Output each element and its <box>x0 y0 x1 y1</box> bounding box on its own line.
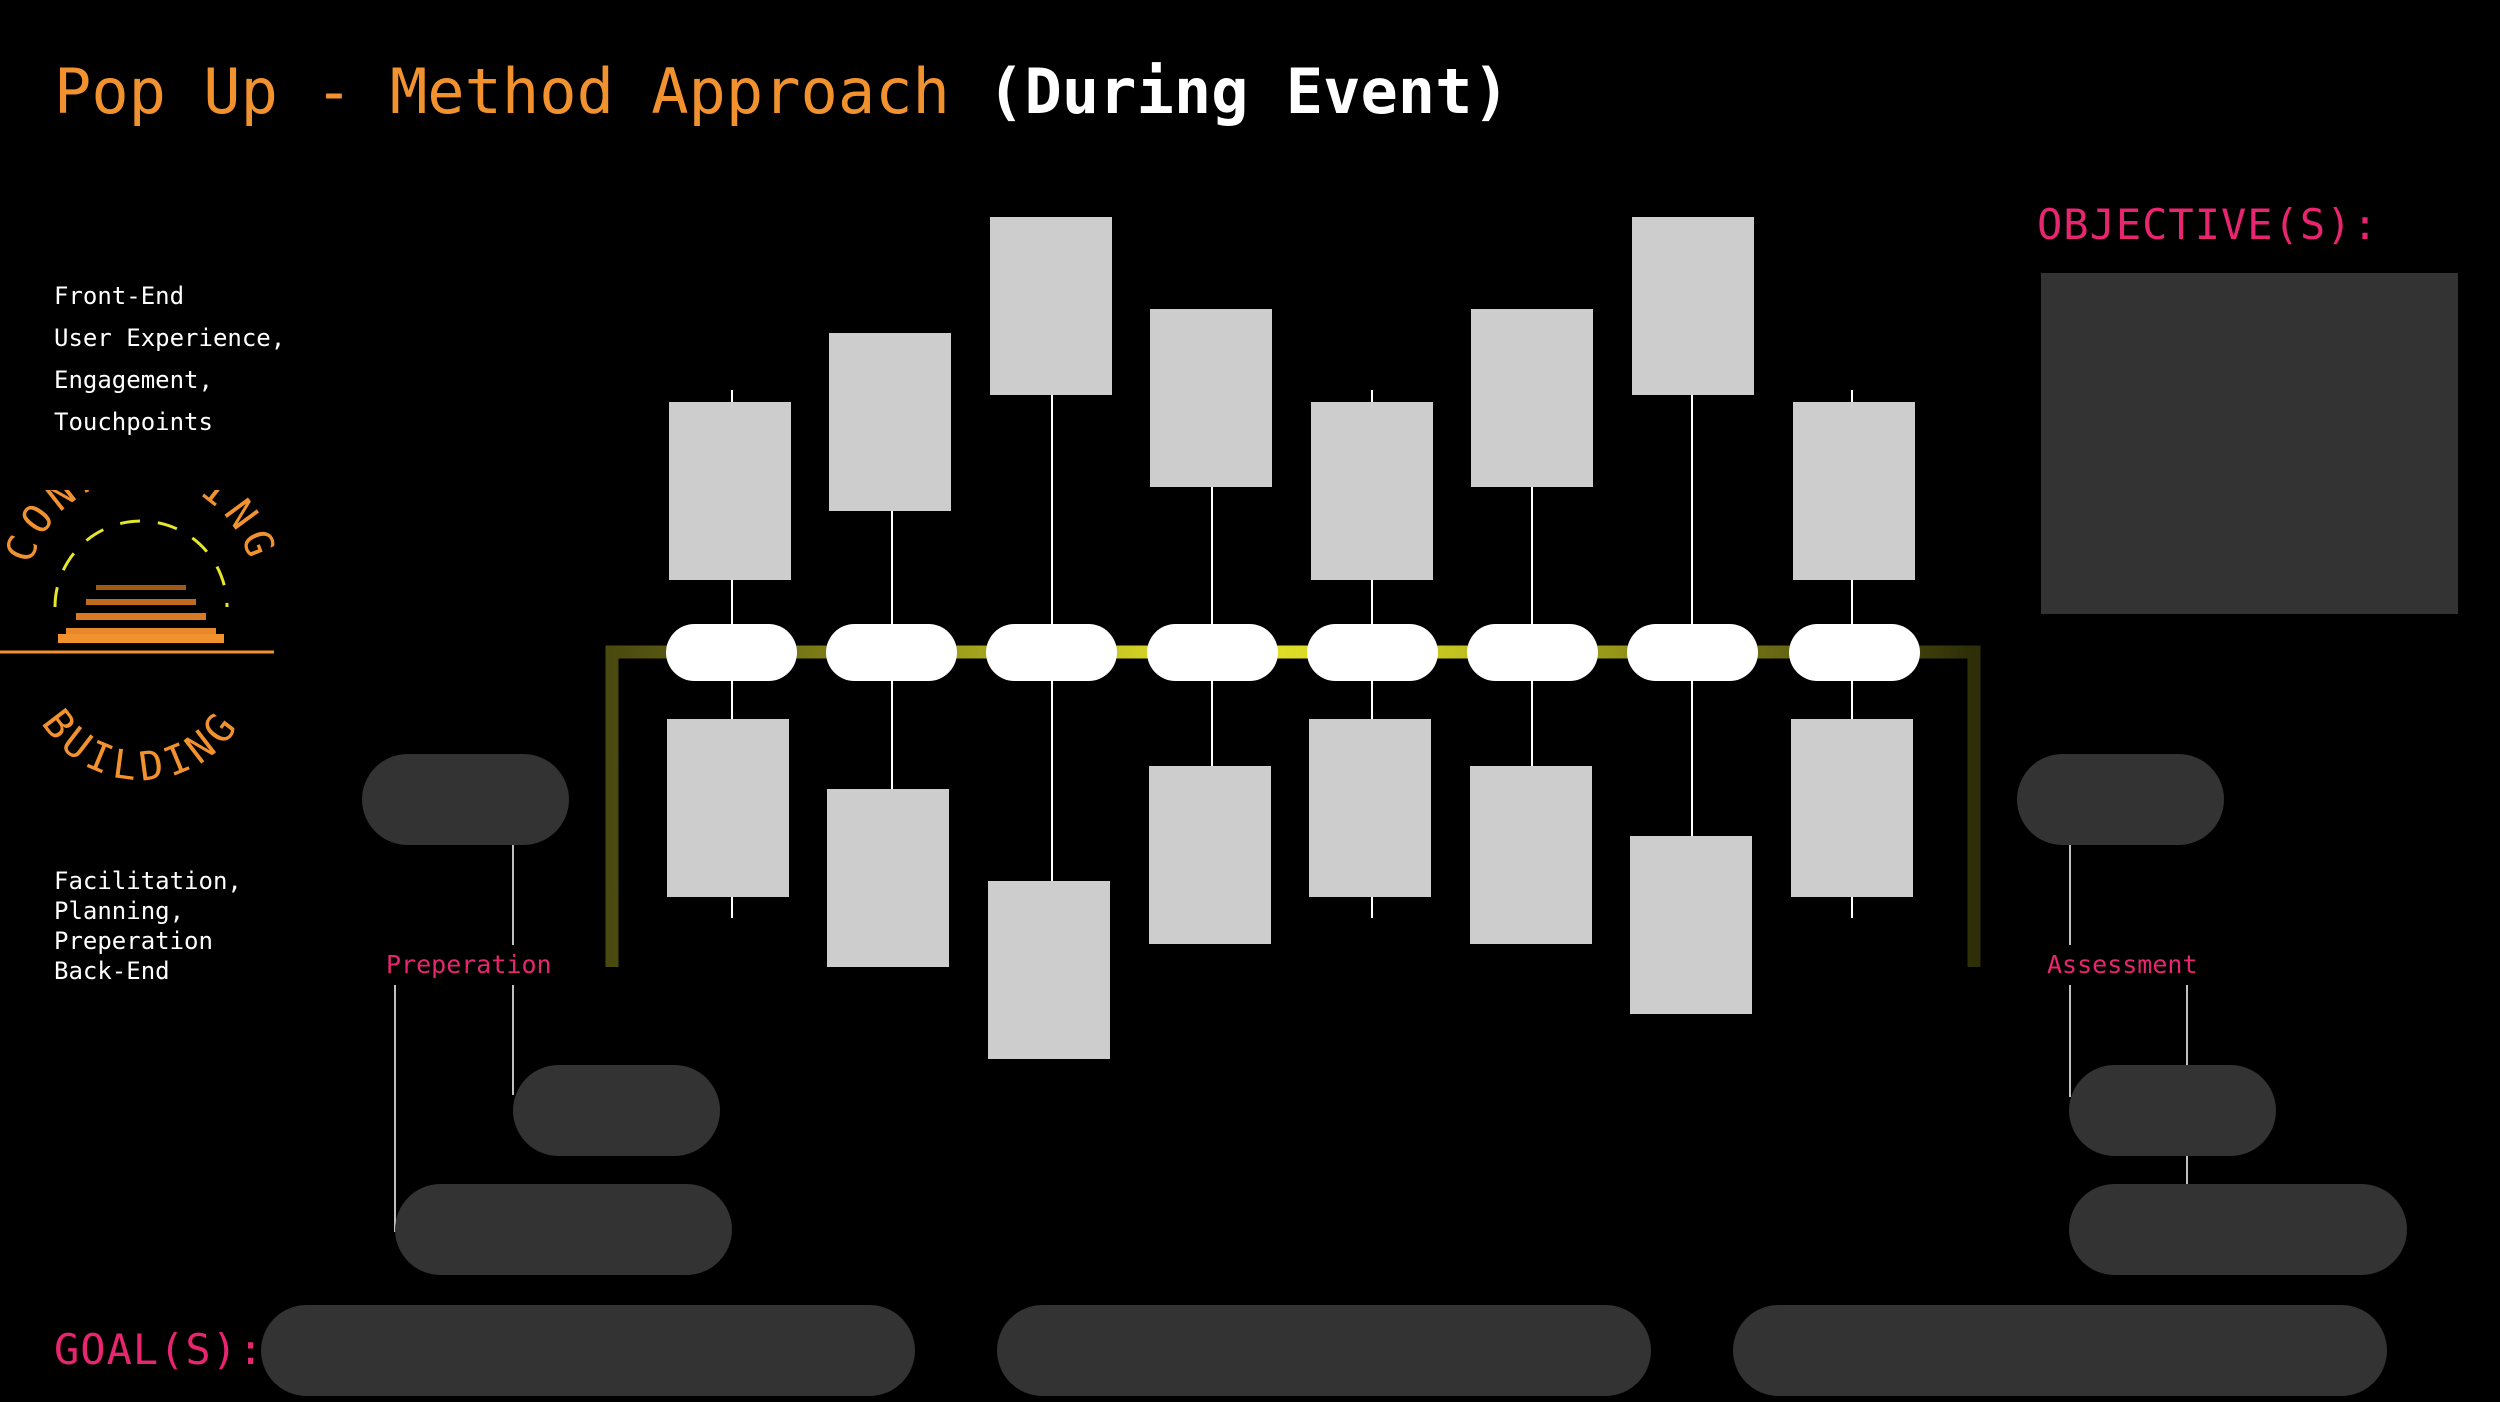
left-pill-low[interactable] <box>395 1184 732 1275</box>
track-stop-8[interactable] <box>1789 624 1920 681</box>
bottom-card-2[interactable] <box>827 789 949 967</box>
track-stop-2[interactable] <box>826 624 957 681</box>
right-pill-top[interactable] <box>2017 754 2224 845</box>
bottom-card-3[interactable] <box>988 881 1110 1059</box>
track-stop-6[interactable] <box>1467 624 1598 681</box>
bottom-card-8[interactable] <box>1791 719 1913 897</box>
track-main <box>605 645 1981 967</box>
goal-label: GOAL(S): <box>54 1325 265 1374</box>
top-card-8[interactable] <box>1793 402 1915 580</box>
sun-arc <box>53 519 229 608</box>
bottom-card-6[interactable] <box>1470 766 1592 944</box>
top-card-3[interactable] <box>990 217 1112 395</box>
back-end-line-2: Planning, <box>54 897 185 925</box>
top-card-2[interactable] <box>829 333 951 511</box>
track-stop-3[interactable] <box>986 624 1117 681</box>
sun-stripe-3 <box>76 613 206 620</box>
phase-start-label: Preperation <box>386 950 552 979</box>
front-end-label: Front-End <box>54 282 185 310</box>
bottom-card-7[interactable] <box>1630 836 1752 1014</box>
top-card-7[interactable] <box>1632 217 1754 395</box>
right-pill-mid[interactable] <box>2069 1065 2276 1156</box>
bottom-card-4[interactable] <box>1149 766 1271 944</box>
top-card-1[interactable] <box>669 402 791 580</box>
front-end-line-2: Engagement, <box>54 366 213 394</box>
objective-label: OBJECTIVE(S): <box>2037 200 2379 249</box>
top-card-4[interactable] <box>1150 309 1272 487</box>
goal-pill-2[interactable] <box>997 1305 1651 1396</box>
front-end-line-1: User Experience, <box>54 324 286 352</box>
connecting-building-logo: CONNECTING BUILDING <box>0 490 279 791</box>
objective-box[interactable] <box>2041 273 2458 614</box>
sun-stripe-4 <box>66 628 216 636</box>
back-end-block: Facilitation, Planning, Preperation Back… <box>54 866 242 986</box>
top-card-5[interactable] <box>1311 402 1433 580</box>
front-end-line-3: Touchpoints <box>54 408 213 436</box>
left-pill-mid[interactable] <box>513 1065 720 1156</box>
front-end-block: Front-End User Experience, Engagement, T… <box>54 275 285 443</box>
sun-stripe-1 <box>96 585 186 590</box>
top-card-6[interactable] <box>1471 309 1593 487</box>
phase-end-label: Assessment <box>2047 950 2198 979</box>
page-title: Pop Up - Method Approach (During Event) <box>54 55 1510 128</box>
right-pill-low[interactable] <box>2069 1184 2407 1275</box>
track-stop-4[interactable] <box>1147 624 1278 681</box>
title-sub: (During Event) <box>987 55 1510 128</box>
back-end-line-1: Facilitation, <box>54 867 242 895</box>
track-stop-1[interactable] <box>666 624 797 681</box>
left-pill-top[interactable] <box>362 754 569 845</box>
sun-stripe-2 <box>86 599 196 605</box>
title-main: Pop Up - Method Approach <box>54 55 950 128</box>
back-end-label: Back-End <box>54 957 170 985</box>
back-end-line-3: Preperation <box>54 927 213 955</box>
goal-pill-3[interactable] <box>1733 1305 2387 1396</box>
track-stop-5[interactable] <box>1307 624 1438 681</box>
goal-pill-1[interactable] <box>261 1305 915 1396</box>
track-stop-7[interactable] <box>1627 624 1758 681</box>
bottom-card-5[interactable] <box>1309 719 1431 897</box>
sun-stripe-5 <box>58 634 224 643</box>
bottom-card-1[interactable] <box>667 719 789 897</box>
